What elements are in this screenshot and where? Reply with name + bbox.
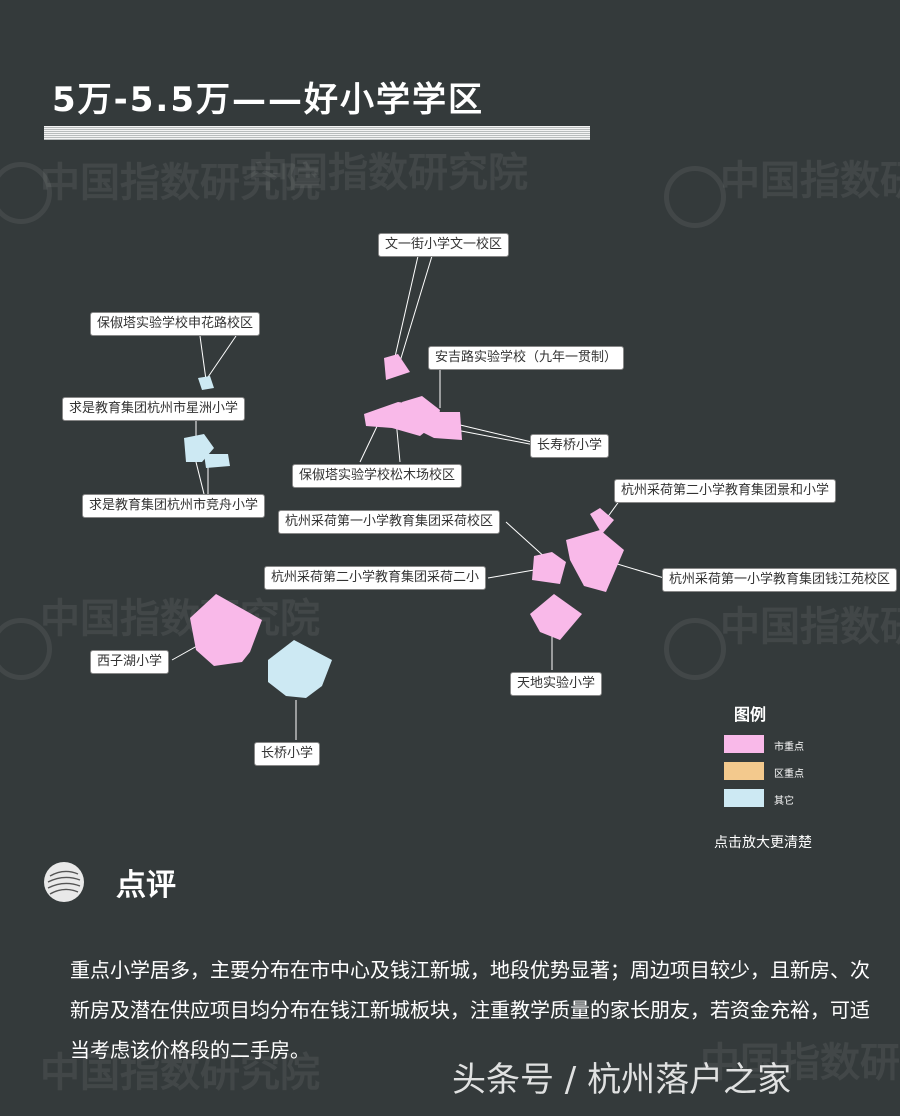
label-anjilu: 安吉路实验学校（九年一贯制） xyxy=(428,346,625,370)
district-baochu-shenhua xyxy=(198,376,214,390)
label-qiushi-jingzhou: 求是教育集团杭州市竞舟小学 xyxy=(82,494,266,518)
watermark-text: 中国指数研究院 xyxy=(40,1050,320,1096)
page-title: 5万-5.5万——好小学学区 xyxy=(52,80,484,120)
watermark-logo-icon xyxy=(0,162,52,224)
comment-title: 点评 xyxy=(116,868,176,903)
legend-swatch-other xyxy=(724,789,764,807)
watermark-text: 中国指数研究院 xyxy=(248,150,528,196)
label-caihe1-qianjiang: 杭州采荷第一小学教育集团钱江苑校区 xyxy=(662,568,898,592)
watermark-text: 中国指数研究院 xyxy=(40,596,320,642)
label-qiushi-xingzhou: 求是教育集团杭州市星洲小学 xyxy=(62,397,246,421)
legend-label-district-key: 区重点 xyxy=(774,769,804,780)
label-baochu-shenhua: 保俶塔实验学校申花路校区 xyxy=(90,312,261,336)
district-caihe2-jinghe xyxy=(590,508,614,534)
footer-watermark: 头条号 / 杭州落户之家 xyxy=(452,1060,792,1100)
label-tiandi: 天地实验小学 xyxy=(510,672,603,696)
label-changshouqiao: 长寿桥小学 xyxy=(530,434,610,458)
watermark-text: 中国指数研究院 xyxy=(720,604,900,650)
watermark-logo-icon xyxy=(0,618,52,680)
legend-label-city-key: 市重点 xyxy=(774,742,804,753)
label-wenyijie: 文一街小学文一校区 xyxy=(378,233,510,257)
legend-label-other: 其它 xyxy=(774,796,794,807)
legend-swatch-district-key xyxy=(724,762,764,780)
watermark-text: 中国指数研究院 xyxy=(40,160,320,206)
watermark-logo-icon xyxy=(664,618,726,680)
zoom-hint: 点击放大更清楚 xyxy=(714,835,812,851)
district-changqiao xyxy=(268,640,332,698)
label-xizihu: 西子湖小学 xyxy=(90,650,170,674)
district-wenyijie xyxy=(384,354,410,380)
district-qiushi-jingzhou xyxy=(204,454,230,468)
label-caihe2-jinghe: 杭州采荷第二小学教育集团景和小学 xyxy=(614,479,837,503)
comment-brush-icon xyxy=(44,862,84,902)
district-changshouqiao xyxy=(432,412,462,440)
district-caihe xyxy=(532,552,566,584)
watermark-text: 中国指数研究院 xyxy=(700,1040,900,1086)
district-tiandi xyxy=(530,594,582,640)
label-baochu-songmu: 保俶塔实验学校松木场校区 xyxy=(292,464,463,488)
label-caihe1-caihe: 杭州采荷第一小学教育集团采荷校区 xyxy=(278,510,501,534)
comment-body: 重点小学居多，主要分布在市中心及钱江新城，地段优势显著；周边项目较少，且新房、次… xyxy=(70,958,870,1062)
district-anjilu xyxy=(402,396,440,438)
watermark-text: 中国指数研究院 xyxy=(720,158,900,204)
watermark-logo-icon xyxy=(664,166,726,228)
district-xizihu xyxy=(190,594,262,666)
legend-swatch-city-key xyxy=(724,735,764,753)
district-caihe1-qianjiang xyxy=(566,530,624,592)
label-caihe2-caihe2: 杭州采荷第二小学教育集团采荷二小 xyxy=(264,566,487,590)
label-changqiao: 长桥小学 xyxy=(254,742,321,766)
legend-title: 图例 xyxy=(734,705,767,724)
title-divider xyxy=(44,126,590,140)
